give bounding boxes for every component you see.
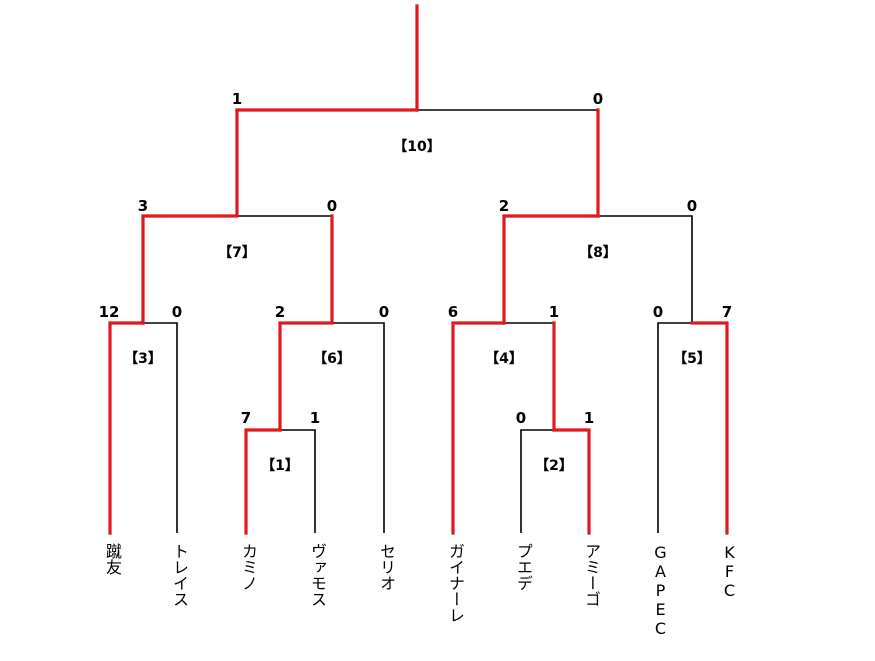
team-name-kamino: カミノ — [239, 543, 258, 591]
team-name-gapec: GAPEC — [651, 543, 670, 638]
bracket-line-m2-right — [552, 428, 591, 535]
bracket-line-m3-right — [143, 322, 178, 533]
bracket-line-m6-right — [332, 322, 385, 533]
bracket-line-m1-right — [280, 429, 316, 533]
score-m6-left: 2 — [275, 303, 285, 321]
team-name-amigo: アミーゴ — [582, 543, 601, 607]
match-label-m4: 【4】 — [485, 351, 523, 367]
score-m2-left: 0 — [516, 409, 526, 427]
score-m10-left: 1 — [232, 90, 242, 108]
score-m7-left: 3 — [138, 197, 148, 215]
match-label-m2: 【2】 — [535, 458, 573, 474]
bracket-line-m8-right — [598, 215, 693, 323]
score-m4-left: 6 — [448, 303, 458, 321]
match-label-m6: 【6】 — [313, 351, 351, 367]
team-name-shuyu: 蹴友 — [103, 543, 122, 575]
bracket-line-m8-left — [502, 214, 600, 325]
score-m10-right: 0 — [593, 90, 603, 108]
bracket-line-m4-left — [451, 321, 506, 535]
bracket-line-m5-left — [657, 322, 692, 533]
score-m1-right: 1 — [310, 409, 320, 427]
match-label-m7: 【7】 — [218, 245, 256, 261]
bracket-line-m5-right — [690, 321, 729, 535]
score-m1-left: 7 — [241, 409, 251, 427]
score-m3-right: 0 — [172, 303, 182, 321]
score-m8-right: 0 — [687, 197, 697, 215]
bracket-line-m6-left — [278, 214, 334, 432]
match-label-m10: 【10】 — [393, 139, 440, 155]
bracket-line-m2-left — [520, 429, 554, 533]
bracket-line-m7-left — [141, 108, 239, 325]
match-label-m8: 【8】 — [579, 245, 617, 261]
score-m4-right: 1 — [549, 303, 559, 321]
score-m5-left: 0 — [653, 303, 663, 321]
team-name-vamos: ヴァモス — [308, 543, 327, 607]
match-label-m5: 【5】 — [673, 351, 711, 367]
team-name-gainare: ガイナーレ — [446, 543, 465, 623]
match-label-m3: 【3】 — [124, 351, 162, 367]
team-name-kfc: KFC — [720, 543, 739, 600]
bracket-line-m3-left — [108, 321, 145, 535]
score-m8-left: 2 — [499, 197, 509, 215]
score-m2-right: 1 — [584, 409, 594, 427]
team-name-puede: プエデ — [514, 543, 533, 591]
score-m6-right: 0 — [379, 303, 389, 321]
score-m3-left: 12 — [99, 303, 120, 321]
bracket-line-m1-left — [244, 428, 282, 535]
score-m5-right: 7 — [722, 303, 732, 321]
match-label-m1: 【1】 — [261, 458, 299, 474]
score-m7-right: 0 — [327, 197, 337, 215]
team-name-trace: トレイス — [170, 543, 189, 607]
team-name-serio: セリオ — [377, 543, 396, 591]
